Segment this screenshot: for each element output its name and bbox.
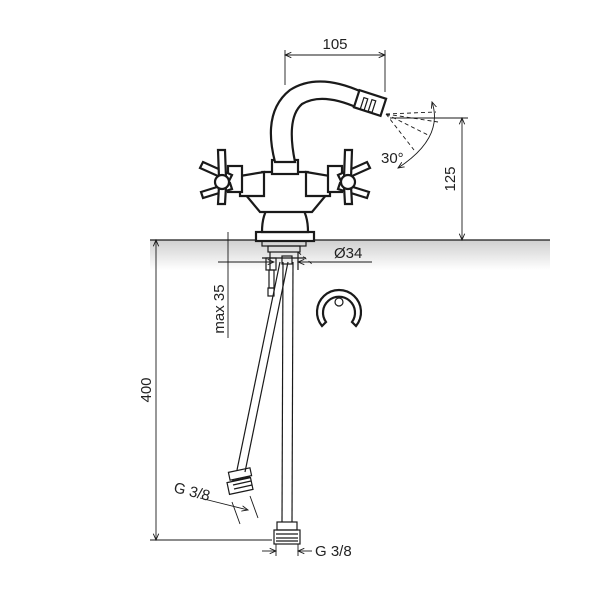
dim-spout-height: 125	[390, 118, 468, 240]
dim-label-400: 400	[138, 377, 155, 402]
dim-label-125: 125	[442, 166, 459, 191]
mounting-shank	[261, 239, 307, 297]
dim-hole-diameter: Ø34	[218, 232, 372, 264]
dim-max-thickness: max 35	[211, 239, 234, 338]
countertop	[150, 239, 550, 270]
dim-spout-reach: 105	[285, 36, 385, 92]
dim-thread-bottom: G 3/8	[262, 543, 352, 560]
faucet-body	[238, 80, 388, 243]
dim-label-105: 105	[322, 36, 347, 53]
right-cross-handle	[304, 148, 372, 206]
dim-label-30deg: 30°	[381, 150, 404, 167]
dim-hose-length: 400	[138, 240, 272, 540]
flexible-hoses	[226, 261, 301, 545]
dim-spray-angle: 30°	[381, 102, 439, 168]
dim-label-dia34: Ø34	[334, 245, 362, 262]
dim-label-thread-left: G 3/8	[172, 479, 212, 504]
left-cross-handle	[198, 148, 266, 206]
clamp-washer	[315, 288, 363, 328]
dim-label-thread-bottom: G 3/8	[315, 543, 352, 560]
dim-label-max35: max 35	[211, 284, 228, 333]
